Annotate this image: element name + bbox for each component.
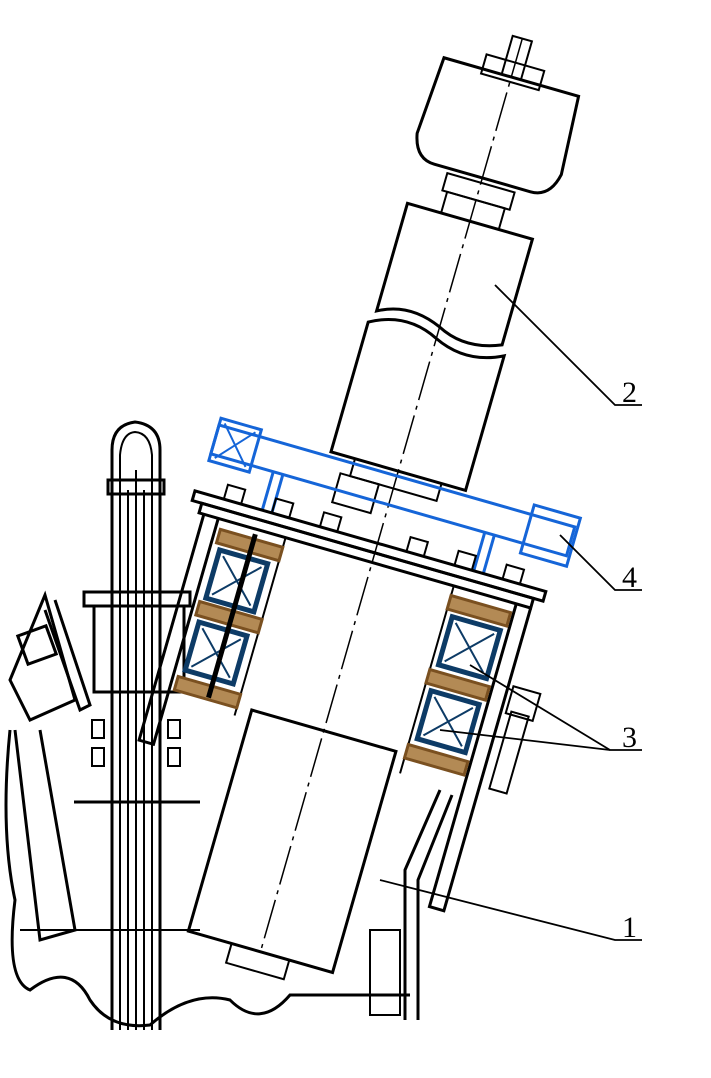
label-2: 2	[622, 376, 637, 409]
center-axis	[259, 38, 524, 952]
leaders	[379, 284, 642, 941]
label-3: 3	[622, 721, 637, 754]
housing-right	[427, 603, 533, 913]
coil-windings	[172, 527, 513, 777]
bracket	[207, 416, 583, 574]
body-wall	[403, 789, 454, 1020]
housing-left	[137, 513, 220, 747]
label-4: 4	[622, 561, 637, 594]
vertical-electrode	[74, 420, 200, 1030]
label-1: 1	[622, 911, 637, 944]
motor	[415, 55, 581, 195]
electrode-holder	[374, 201, 535, 348]
left-section	[4, 590, 410, 1028]
lower-electrode	[186, 708, 398, 975]
inclined-assembly	[137, 34, 583, 981]
